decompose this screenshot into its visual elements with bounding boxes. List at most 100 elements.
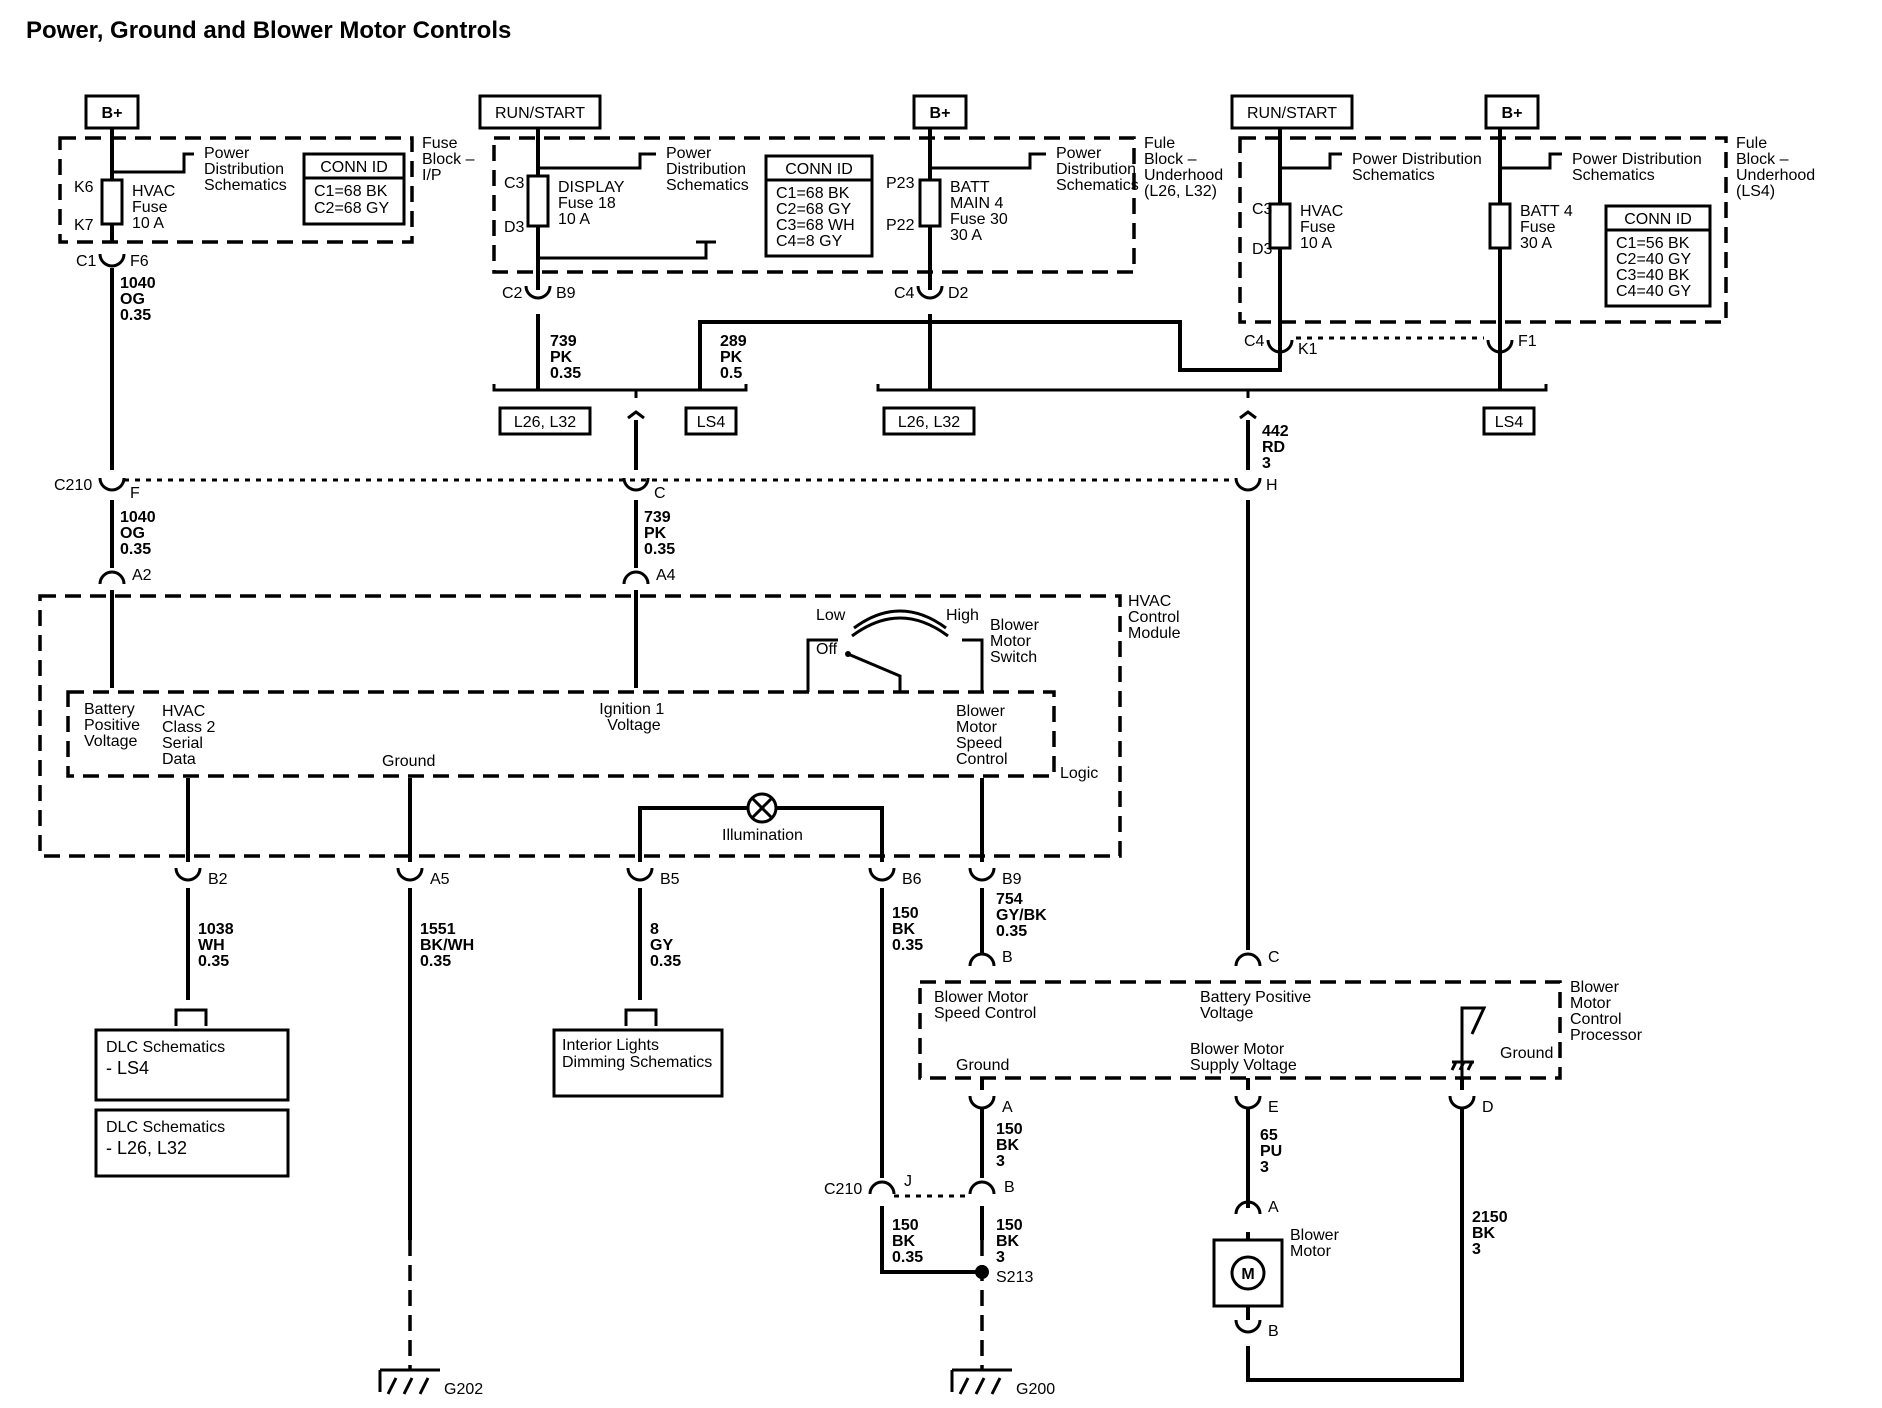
connector-c210-label: C210 [54,477,92,494]
fuse-block-underhood-label: Fule Block – Underhood (L26, L32) [1144,135,1228,200]
svg-text:B9: B9 [1002,871,1022,888]
source-run-start-2: RUN/START [1230,94,1354,130]
ref-dlc-ls4: DLC Schematics - LS4 [94,1028,290,1102]
svg-text:DLC Schematics - L26, L3: DLC Schematics - L26, L32 [106,1119,230,1158]
fuse-icon [526,174,550,228]
svg-text:G202: G202 [444,1381,483,1398]
ignition-voltage: Ignition 1 Voltage [599,701,668,734]
svg-text:D2: D2 [948,285,969,302]
wire-1040-bot-label: 1040 OG 0.35 [120,509,160,558]
power-distribution-ref: Power Distribution Schematics [204,145,288,194]
hvac-fuse-label: HVAC Fuse 10 A [132,183,180,232]
module-ground-label: Ground [382,753,435,770]
source-b-plus-label: B+ [930,105,951,122]
hvac-fuse-label: HVAC Fuse 10 A [1300,203,1348,252]
pin-k6: K6 [74,179,94,196]
fuse-icon [1488,202,1512,250]
fuse-icon [100,178,124,226]
switch-high: High [946,607,979,624]
interior-connector-icon [624,1008,658,1026]
conn-id-table: CONN ID C1=68 BK C2=68 GY [302,152,406,226]
hvac-module-label: HVAC Control Module [1128,593,1184,642]
svg-text:B5: B5 [660,871,680,888]
svg-text:C: C [654,485,666,502]
svg-text:A5: A5 [430,871,450,888]
svg-text:B: B [1004,1179,1015,1196]
svg-text:C1=68 BK C2=68 GY: C1=68 BK C2=68 GY C3=68 WH C4=8 GY [776,185,859,250]
wire-1040-top-label: 1040 OG 0.35 [120,275,160,324]
svg-text:CONN ID: CONN ID [785,161,853,178]
connector-c4-k1-f1: C4 K1 F1 [1244,333,1537,358]
batt-ref: Power Distribution Schematics [1056,145,1140,194]
pin-f6-label: F6 [130,253,149,270]
bmcp-battery-voltage: Battery Positive Voltage [1200,989,1316,1022]
hvac-ref: Power Distribution Schematics [1352,151,1486,184]
wire-442-label: 442 RD 3 [1262,423,1293,472]
wire-150-j-label: 150 BK 0.35 [892,1217,923,1266]
fuse-block-underhood-l26: Fule Block – Underhood (L26, L32) Power … [492,135,1228,274]
batt4-fuse-label: BATT 4 Fuse 30 A [1520,203,1577,252]
svg-text:Interior Lights Dimming: Interior Lights Dimming Schematics [562,1037,712,1071]
fuse-icon [918,178,942,228]
wire-739-bot-label: 739 PK 0.35 [644,509,675,558]
illumination-lamp-icon [746,792,778,824]
pin-c3: C3 [504,175,525,192]
internal-ground-icon [1450,1006,1487,1078]
wire-739-top-label: 739 PK 0.35 [550,333,581,382]
batt-main-fuse-label: BATT MAIN 4 Fuse 30 30 A [950,179,1012,244]
svg-text:C1=56 BK C2=40 GY: C1=56 BK C2=40 GY C3=40 BK C4=40 GY [1616,235,1695,300]
option-ls4: LS4 [697,414,726,431]
bmcp-supply-voltage: Blower Motor Supply Voltage [1190,1041,1297,1074]
option-l26-l32: L26, L32 [514,414,576,431]
pin-d3: D3 [1252,241,1273,258]
pin-k7: K7 [74,217,94,234]
svg-text:F: F [130,485,140,502]
wire-754-label: 754 GY/BK 0.35 [996,891,1051,940]
fuse-block-ip: Fuse Block – I/P Power Distribution Sche… [58,135,475,244]
source-b-plus-1: B+ [84,94,140,130]
source-run-start-label: RUN/START [495,105,585,122]
connector-c2-b9: C2 B9 [502,285,576,302]
source-b-plus-2: B+ [912,94,968,130]
motor-icon [1230,1255,1266,1291]
pin-c3: C3 [1252,201,1273,218]
ref-interior-lights: Interior Lights Dimming Schematics [552,1028,724,1098]
wire-1551-label: 1551 BK/WH 0.35 [420,921,479,970]
bmcp-speed-control: Blower Motor Speed Control [934,989,1036,1022]
source-run-start-1: RUN/START [478,94,602,130]
source-b-plus-3: B+ [1484,94,1540,130]
wire-8-label: 8 GY 0.35 [650,921,681,970]
wire-65-label: 65 PU 3 [1260,1127,1287,1176]
pin-p22: P22 [886,217,915,234]
svg-text:C: C [1268,949,1280,966]
blower-motor-control-processor: B C Blower Motor Control Processor Blowe… [918,949,1643,1116]
svg-text:A4: A4 [656,567,676,584]
wire-150-b-label: 150 BK 3 [996,1217,1027,1266]
wire-1038-label: 1038 WH 0.35 [198,921,238,970]
blower-motor: A M Blower Motor B [1212,1199,1340,1340]
svg-text:A: A [1002,1099,1013,1116]
svg-text:C4: C4 [1244,333,1265,350]
option-ls4: LS4 [1495,414,1524,431]
connector-c1-label: C1 [76,253,97,270]
svg-text:D: D [1482,1099,1494,1116]
hvac-serial-data: HVAC Class 2 Serial Data [162,703,220,768]
svg-text:B: B [1002,949,1013,966]
svg-text:DLC Schematics - LS4: DLC Schematics - LS4 [106,1039,230,1078]
svg-text:B6: B6 [902,871,922,888]
ground-g202: G202 [378,1368,483,1398]
bmcp-ground-left: Ground [956,1057,1009,1074]
dlc-connector-icon [174,1008,208,1026]
option-l26-l32: L26, L32 [898,414,960,431]
svg-text:E: E [1268,1099,1279,1116]
wire-150-a-label: 150 BK 3 [996,1121,1027,1170]
wire-289-label: 289 PK 0.5 [720,333,751,382]
svg-text:B9: B9 [556,285,576,302]
conn-id-table: CONN ID C1=56 BK C2=40 GY C3=40 BK C4=40… [1604,204,1712,308]
option-bracket-right: L26, L32 LS4 [876,350,1548,436]
svg-text:H: H [1266,477,1278,494]
connector-c210-bottom: C210 J B [824,1173,1015,1198]
source-b-plus-label: B+ [102,105,123,122]
display-fuse-label: DISPLAY Fuse 18 10 A [558,179,629,228]
hvac-bottom-connectors: B2 A5 B5 B6 B9 [174,867,1022,888]
